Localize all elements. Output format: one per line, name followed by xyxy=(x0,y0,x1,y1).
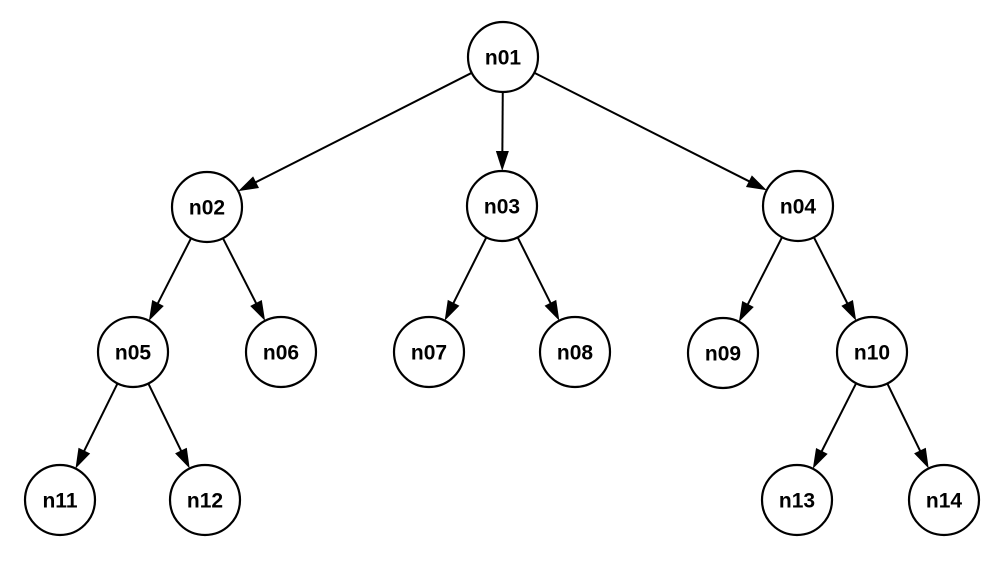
edge-line xyxy=(252,71,473,185)
node-circle[interactable] xyxy=(538,315,612,389)
node-circle[interactable] xyxy=(392,315,466,389)
edge-n04-to-n10 xyxy=(812,236,857,321)
node-label: n10 xyxy=(854,342,890,365)
edge-line xyxy=(155,237,192,307)
node-circle[interactable] xyxy=(96,315,170,389)
edge-n05-to-n12 xyxy=(147,383,190,469)
edge-line xyxy=(533,71,753,184)
node-label: n07 xyxy=(411,342,447,365)
graph-node-n10[interactable]: n10 xyxy=(835,315,909,389)
edge-line xyxy=(147,383,184,454)
edge-n03-to-n07 xyxy=(444,236,488,321)
node-label: n04 xyxy=(780,196,817,219)
node-circle[interactable] xyxy=(907,463,981,537)
node-circle[interactable] xyxy=(835,315,909,389)
edges-layer xyxy=(75,71,929,469)
node-circle[interactable] xyxy=(760,463,834,537)
edge-line xyxy=(222,237,259,307)
node-circle[interactable] xyxy=(168,463,242,537)
arrow-head-icon xyxy=(250,300,266,321)
node-label: n08 xyxy=(557,342,594,365)
edge-line xyxy=(819,382,858,455)
edge-n05-to-n11 xyxy=(75,382,119,469)
graph-node-n05[interactable]: n05 xyxy=(96,315,170,389)
arrow-head-icon xyxy=(544,299,560,321)
node-label: n05 xyxy=(115,342,152,365)
edge-line xyxy=(82,382,119,454)
graph-node-n11[interactable]: n11 xyxy=(23,463,97,537)
arrow-head-icon xyxy=(148,300,164,321)
node-circle[interactable] xyxy=(761,169,835,243)
edge-n04-to-n09 xyxy=(738,236,783,322)
edge-line xyxy=(886,383,923,454)
arrow-head-icon xyxy=(745,175,767,191)
nodes-layer: n01 n02 n03 n04 n05 n06 n07 n08 n09 n10 n11 n12 n13 n… xyxy=(23,20,981,537)
edge-line xyxy=(745,236,783,308)
node-circle[interactable] xyxy=(23,463,97,537)
edge-n02-to-n06 xyxy=(222,237,266,321)
node-circle[interactable] xyxy=(170,170,244,244)
edge-line xyxy=(516,236,553,306)
graph-node-n12[interactable]: n12 xyxy=(168,463,242,537)
graph-node-n03[interactable]: n03 xyxy=(465,169,539,243)
node-circle[interactable] xyxy=(686,316,760,390)
node-circle[interactable] xyxy=(466,20,540,94)
arrow-head-icon xyxy=(175,447,190,469)
graph-node-n02[interactable]: n02 xyxy=(170,170,244,244)
arrow-head-icon xyxy=(738,301,754,322)
arrow-head-icon xyxy=(914,447,929,469)
node-label: n01 xyxy=(485,47,522,70)
node-circle[interactable] xyxy=(465,169,539,243)
edge-n10-to-n14 xyxy=(886,383,929,469)
graph-node-n08[interactable]: n08 xyxy=(538,315,612,389)
graph-node-n07[interactable]: n07 xyxy=(392,315,466,389)
graph-node-n04[interactable]: n04 xyxy=(761,169,835,243)
edge-n03-to-n08 xyxy=(516,236,560,321)
graph-node-n06[interactable]: n06 xyxy=(244,315,318,389)
arrow-head-icon xyxy=(812,448,828,469)
arrow-head-icon xyxy=(238,176,259,192)
node-circle[interactable] xyxy=(244,315,318,389)
node-label: n09 xyxy=(705,343,741,366)
edge-n02-to-n05 xyxy=(148,237,192,321)
arrow-head-icon xyxy=(444,299,460,321)
graph-node-n13[interactable]: n13 xyxy=(760,463,834,537)
node-label: n02 xyxy=(189,197,225,220)
node-label: n14 xyxy=(926,490,963,513)
edge-n10-to-n13 xyxy=(812,382,858,469)
node-label: n12 xyxy=(187,490,223,513)
graph-node-n09[interactable]: n09 xyxy=(686,316,760,390)
node-label: n13 xyxy=(779,490,815,513)
node-label: n03 xyxy=(484,196,520,219)
node-label: n06 xyxy=(263,342,299,365)
graph-node-n01[interactable]: n01 xyxy=(466,20,540,94)
arrow-head-icon xyxy=(75,447,91,469)
edge-line xyxy=(451,236,488,306)
edge-line xyxy=(812,236,850,307)
edge-n01-to-n04 xyxy=(533,71,767,191)
graph-node-n14[interactable]: n14 xyxy=(907,463,981,537)
arrow-head-icon xyxy=(841,300,857,321)
edge-n01-to-n02 xyxy=(238,71,473,192)
node-label: n11 xyxy=(42,490,77,513)
edge-n01-to-n03 xyxy=(495,91,509,171)
arrow-head-icon xyxy=(495,150,509,171)
